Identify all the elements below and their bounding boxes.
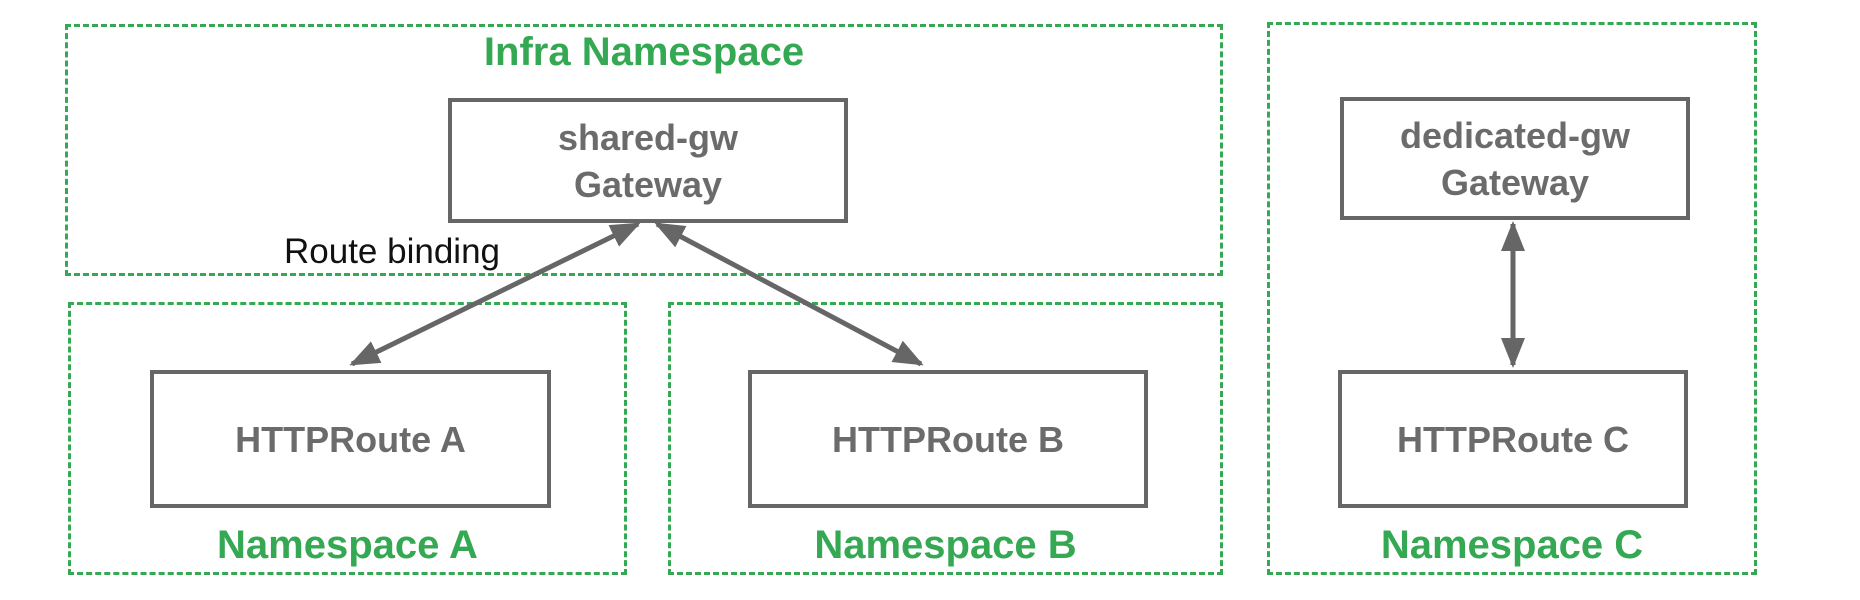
node-shared-gw-gateway: shared-gw Gateway xyxy=(448,98,848,223)
namespace-a-boundary: Namespace A xyxy=(68,302,627,575)
node-dedicated-gw-gateway: dedicated-gw Gateway xyxy=(1340,97,1690,220)
namespace-c-label: Namespace C xyxy=(1380,523,1644,567)
httproute-b-label: HTTPRoute B xyxy=(832,418,1064,460)
route-binding-annotation: Route binding xyxy=(284,232,500,271)
shared-gw-kind: Gateway xyxy=(573,163,723,205)
namespace-infra-boundary: Infra Namespace xyxy=(65,24,1223,276)
namespace-infra-label: Infra Namespace xyxy=(483,30,805,74)
namespace-c-boundary: Namespace C xyxy=(1267,22,1757,575)
node-httproute-a: HTTPRoute A xyxy=(150,370,551,508)
httproute-a-label: HTTPRoute A xyxy=(235,418,466,460)
dedicated-gw-kind: Gateway xyxy=(1440,161,1590,203)
node-httproute-b: HTTPRoute B xyxy=(748,370,1148,508)
node-httproute-c: HTTPRoute C xyxy=(1338,370,1688,508)
namespace-b-boundary: Namespace B xyxy=(668,302,1223,575)
edge-route-a-shared-gw xyxy=(349,221,641,367)
httproute-c-label: HTTPRoute C xyxy=(1397,418,1629,460)
edge-route-b-shared-gw xyxy=(654,221,924,367)
dedicated-gw-name: dedicated-gw xyxy=(1399,114,1631,156)
namespace-b-label: Namespace B xyxy=(814,523,1077,567)
namespace-a-label: Namespace A xyxy=(217,523,478,567)
shared-gw-name: shared-gw xyxy=(557,116,739,158)
